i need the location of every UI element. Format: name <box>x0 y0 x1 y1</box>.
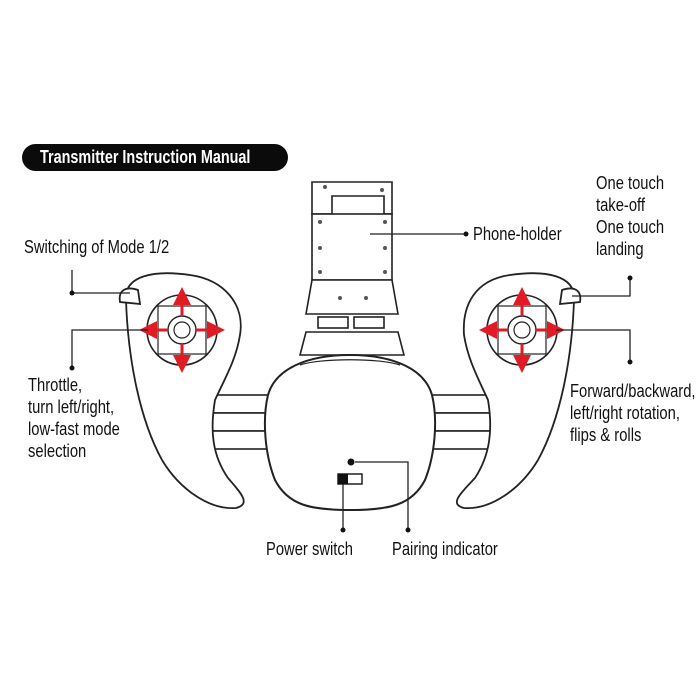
title-banner: Transmitter Instruction Manual <box>22 144 288 171</box>
pairing-indicator-led <box>347 458 355 466</box>
phone-holder-screws <box>318 185 387 300</box>
power-switch <box>337 473 363 485</box>
transmitter-body <box>263 353 437 512</box>
right-joystick <box>479 287 565 373</box>
label-throttle: Throttle, turn left/right, low-fast mode… <box>28 375 120 461</box>
left-joystick <box>139 287 225 373</box>
label-pairing-indicator: Pairing indicator <box>392 539 498 559</box>
leader-dots <box>69 231 633 533</box>
phone-holder <box>298 181 406 356</box>
title-text: Transmitter Instruction Manual <box>40 147 251 167</box>
label-forward: Forward/backward, left/right rotation, f… <box>570 381 696 445</box>
label-power-switch: Power switch <box>266 539 353 559</box>
label-mode-switch: Switching of Mode 1/2 <box>24 237 170 257</box>
label-phone-holder: Phone-holder <box>473 224 562 244</box>
label-one-touch: One touch take-off One touch landing <box>596 173 665 259</box>
